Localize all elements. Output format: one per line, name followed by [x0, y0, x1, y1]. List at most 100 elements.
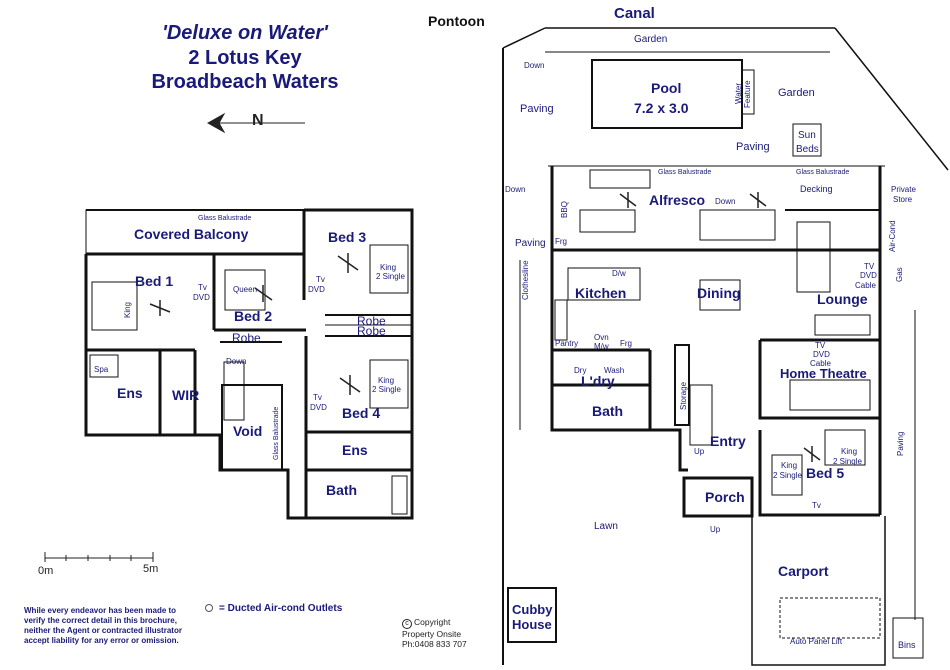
label-robe-b2: Robe	[232, 331, 261, 345]
title-line-2: 2 Lotus Key	[188, 47, 302, 69]
label-pontoon: Pontoon	[428, 13, 485, 29]
label-tv-b5: Tv	[812, 501, 821, 510]
ground-floor	[502, 27, 949, 666]
label-up-porch: Up	[710, 525, 721, 534]
label-tv-b3: Tv	[316, 275, 325, 284]
label-down-upper: Down	[226, 357, 246, 366]
label-mw: M/w	[594, 342, 609, 351]
label-dvd-b4: DVD	[310, 403, 327, 412]
label-beds: Beds	[796, 144, 819, 155]
label-down-top: Down	[524, 61, 544, 70]
ceiling-fan-icon	[149, 192, 821, 462]
label-wash: Wash	[604, 366, 624, 375]
label-private: Private	[891, 185, 916, 194]
label-king-b4: King	[378, 376, 394, 385]
label-ens-upper-right: Ens	[342, 442, 368, 458]
legend-text: = Ducted Air-cond Outlets	[219, 603, 343, 614]
label-dvd-b1: DVD	[193, 293, 210, 302]
scale-start: 0m	[38, 565, 53, 577]
label-cubby: Cubby	[512, 602, 553, 617]
label-glass-bal-upper: Glass Balustrade	[198, 215, 251, 222]
label-tv-b4: Tv	[313, 393, 322, 402]
label-dry: Dry	[574, 366, 586, 375]
label-glass-bal-2: Glass Balustrade	[796, 169, 849, 176]
label-cable-lounge: Cable	[855, 281, 876, 290]
label-bins: Bins	[898, 640, 916, 650]
label-lounge: Lounge	[817, 291, 868, 307]
label-tv-b1: Tv	[198, 283, 207, 292]
label-bed1: Bed 1	[135, 273, 173, 289]
label-garden-top: Garden	[634, 34, 667, 45]
label-robe-2: Robe	[357, 324, 386, 338]
label-house: House	[512, 617, 552, 632]
label-robe-1: Robe	[357, 314, 386, 328]
label-up-entry: Up	[694, 447, 705, 456]
label-kitchen: Kitchen	[575, 285, 626, 301]
label-paving-left: Paving	[515, 238, 546, 249]
label-water: Water	[734, 83, 743, 104]
label-canal: Canal	[614, 5, 655, 22]
copyright-line3: Ph:0408 833 707	[402, 639, 467, 649]
label-bed4: Bed 4	[342, 405, 380, 421]
label-down-alfresco: Down	[715, 197, 735, 206]
scale-bar	[44, 552, 154, 562]
label-porch: Porch	[705, 489, 745, 505]
label-auto-panel: Auto Panel Lift	[790, 637, 843, 646]
label-dvd-b3: DVD	[308, 285, 325, 294]
label-king-single-b5: King	[841, 447, 857, 456]
label-entry: Entry	[710, 433, 746, 449]
label-pool-size: 7.2 x 3.0	[634, 100, 689, 116]
label-down-left: Down	[505, 185, 525, 194]
label-paving-mid: Paving	[736, 141, 770, 153]
north-label: N	[252, 112, 264, 129]
label-wir: WIR	[172, 387, 199, 403]
label-bed3: Bed 3	[328, 229, 366, 245]
label-clothesline: Clothesline	[521, 260, 530, 300]
label-covered-balcony: Covered Balcony	[134, 226, 249, 242]
label-pantry: Pantry	[555, 339, 578, 348]
label-spa: Spa	[94, 365, 109, 374]
disclaimer: While every endeavor has been made to ve…	[24, 606, 182, 645]
label-two-single-b3: 2 Single	[376, 272, 405, 281]
copyright-icon: c	[402, 619, 412, 629]
aircond-legend: = Ducted Air-cond Outlets	[205, 603, 342, 614]
label-dvd-lounge: DVD	[860, 271, 877, 280]
label-frg-kitchen: Frg	[620, 339, 632, 348]
label-decking: Decking	[800, 184, 833, 194]
label-aircond: Air-Cond	[888, 220, 897, 252]
label-king-b3: King	[380, 263, 396, 272]
label-cable-ht: Cable	[810, 359, 831, 368]
label-two-single-b5: 2 Single	[773, 471, 802, 480]
label-carport: Carport	[778, 563, 829, 579]
label-bath-upper: Bath	[326, 482, 357, 498]
label-bath-ground: Bath	[592, 403, 623, 419]
label-alfresco: Alfresco	[649, 192, 705, 208]
label-king-b1: King	[123, 302, 132, 318]
label-two-single-b5b: 2 Single	[833, 457, 862, 466]
label-lawn: Lawn	[594, 521, 618, 532]
label-bed5: Bed 5	[806, 465, 844, 481]
label-dw: D/w	[612, 269, 626, 278]
label-laundry: L'dry	[581, 373, 615, 389]
label-tv-ht: TV	[815, 341, 826, 350]
label-paving-tl: Paving	[520, 103, 554, 115]
label-tv-lounge: TV	[864, 262, 875, 271]
label-ens-upper-left: Ens	[117, 385, 143, 401]
label-store: Store	[893, 195, 913, 204]
label-sun: Sun	[798, 130, 816, 141]
copyright-line1: Copyright	[414, 617, 451, 627]
label-frg-left: Frg	[555, 237, 567, 246]
label-ovn: Ovn	[594, 333, 609, 342]
label-glass-bal-void: Glass Balustrade	[273, 407, 280, 460]
label-void: Void	[233, 423, 262, 439]
label-pool: Pool	[651, 80, 681, 96]
title-line-3: Broadbeach Waters	[151, 71, 339, 93]
label-bbq: BBQ	[560, 201, 569, 218]
label-dining: Dining	[697, 285, 741, 301]
label-storage: Storage	[679, 381, 688, 410]
label-paving-right: Paving	[896, 432, 905, 456]
north-arrow-icon	[206, 112, 305, 134]
label-two-single-b4: 2 Single	[372, 385, 401, 394]
